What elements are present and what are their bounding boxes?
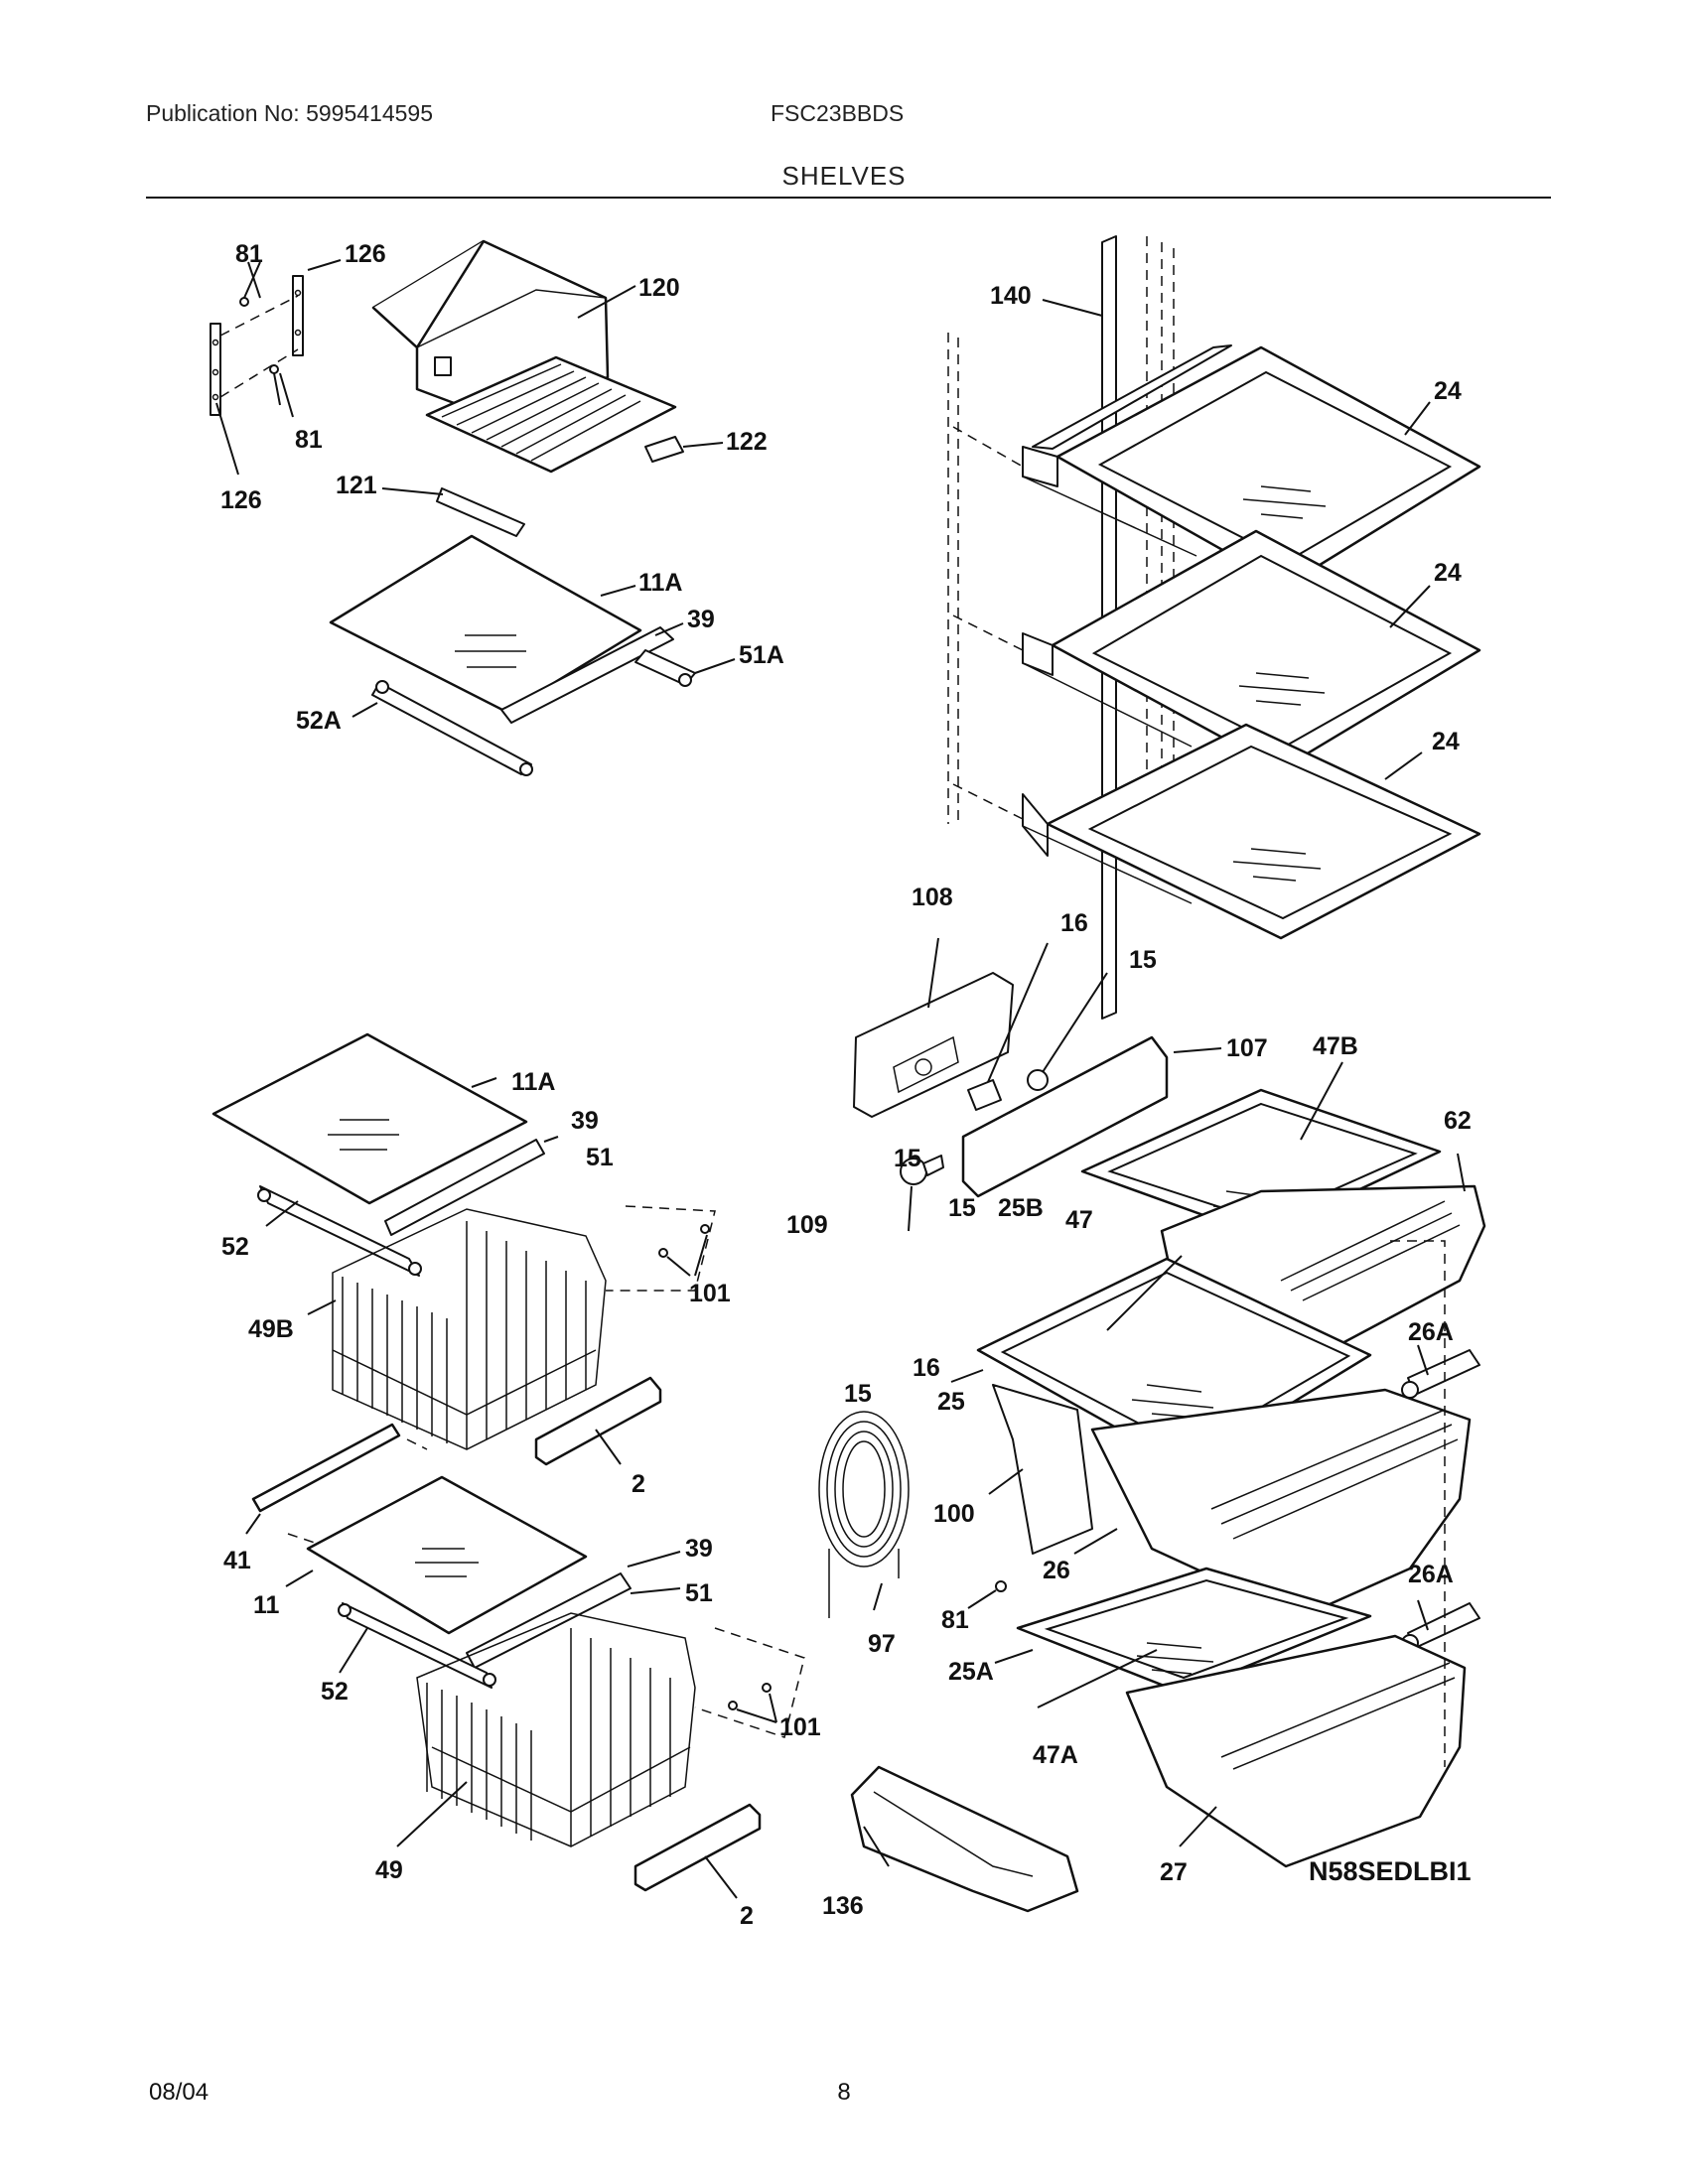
glass-shelf-11A-middle [211,1032,545,1236]
part-label-52A: 52A [296,707,342,735]
page-number: 8 [837,2079,851,2106]
part-label-108: 108 [912,884,953,911]
crisper-drawer-26 [1090,1388,1472,1630]
part-label-15: 15 [948,1194,976,1222]
spacer-136 [850,1765,1079,1913]
lens-107 [961,1035,1169,1198]
part-label-81: 81 [941,1606,969,1634]
shelf-24-middle [952,529,1481,771]
part-label-101: 101 [779,1713,821,1741]
part-label-24: 24 [1434,377,1462,405]
ice-bin-120 [371,239,677,474]
part-label-121: 121 [336,472,377,499]
header-rule [146,197,1551,199]
shelf-24-lower [952,723,1481,940]
bracket-26A-upper [1401,1349,1480,1399]
part-label-27: 27 [1160,1858,1188,1886]
part-label-49: 49 [375,1856,403,1884]
part-label-136: 136 [822,1892,864,1920]
crisper-drawer-27 [1125,1634,1467,1868]
model-number: FSC23BBDS [771,100,905,126]
trim-2-upper [534,1376,662,1466]
diagram-code: N58SEDLBI1 [1309,1856,1472,1886]
divider-100 [992,1384,1093,1555]
part-label-39: 39 [687,606,715,633]
part-label-25: 25 [937,1388,965,1416]
part-label-11: 11 [253,1591,280,1619]
light-housing-108 [853,972,1014,1118]
part-label-107: 107 [1226,1034,1268,1062]
part-label-15: 15 [1129,946,1157,974]
part-label-2: 2 [740,1902,754,1930]
part-label-109: 109 [786,1211,828,1239]
part-label-16: 16 [1060,909,1088,937]
page-title: SHELVES [781,161,907,191]
screws-101-lower [728,1683,772,1710]
part-label-25A: 25A [948,1658,994,1686]
part-label-51A: 51A [739,641,784,669]
part-label-41: 41 [223,1547,251,1574]
part-label-81: 81 [295,426,323,454]
part-label-140: 140 [990,282,1032,310]
part-label-24: 24 [1432,728,1460,755]
glass-shelf-11A-top [329,534,696,776]
part-label-126: 126 [345,240,386,268]
part-label-26A: 26A [1408,1561,1454,1588]
part-label-24: 24 [1434,559,1462,587]
part-label-47B: 47B [1313,1032,1358,1060]
part-label-39: 39 [685,1535,713,1563]
shelf-24-upper [952,344,1481,588]
part-label-51: 51 [586,1144,614,1171]
part-label-122: 122 [726,428,768,456]
basket-49B [257,1185,607,1450]
part-label-26: 26 [1043,1557,1070,1584]
part-label-120: 120 [638,274,680,302]
part-label-11A: 11A [638,569,682,597]
trim-2-lower [633,1803,762,1892]
part-label-2: 2 [632,1470,645,1498]
sockets-bulbs-15-16 [900,1069,1049,1185]
part-label-52: 52 [221,1233,249,1261]
water-coil-97 [818,1411,910,1618]
part-label-47: 47 [1065,1206,1093,1234]
part-label-15: 15 [844,1380,872,1408]
basket-49 [338,1602,696,1847]
part-label-47A: 47A [1033,1741,1078,1769]
part-label-100: 100 [933,1500,975,1528]
crisper-cover-47A [1016,1567,1372,1695]
trim-41 [251,1423,401,1513]
glass-shelf-11 [306,1475,632,1669]
bracket-126-rear [210,275,304,416]
part-label-97: 97 [868,1630,896,1658]
part-label-49B: 49B [248,1315,294,1343]
publication-number: Publication No: 5995414595 [146,100,434,126]
part-label-62: 62 [1444,1107,1472,1135]
part-label-16: 16 [913,1354,940,1382]
part-label-26A: 26A [1408,1318,1454,1346]
part-label-101: 101 [689,1280,731,1307]
part-label-51: 51 [685,1579,713,1607]
publication-date: 08/04 [149,2079,210,2106]
part-label-81: 81 [235,240,263,268]
part-label-11A: 11A [511,1068,555,1096]
part-label-52: 52 [321,1678,349,1706]
part-label-15: 15 [894,1145,921,1172]
part-label-25B: 25B [998,1194,1044,1222]
part-label-39: 39 [571,1107,599,1135]
part-label-126: 126 [220,486,262,514]
screws-101-upper [658,1224,710,1258]
